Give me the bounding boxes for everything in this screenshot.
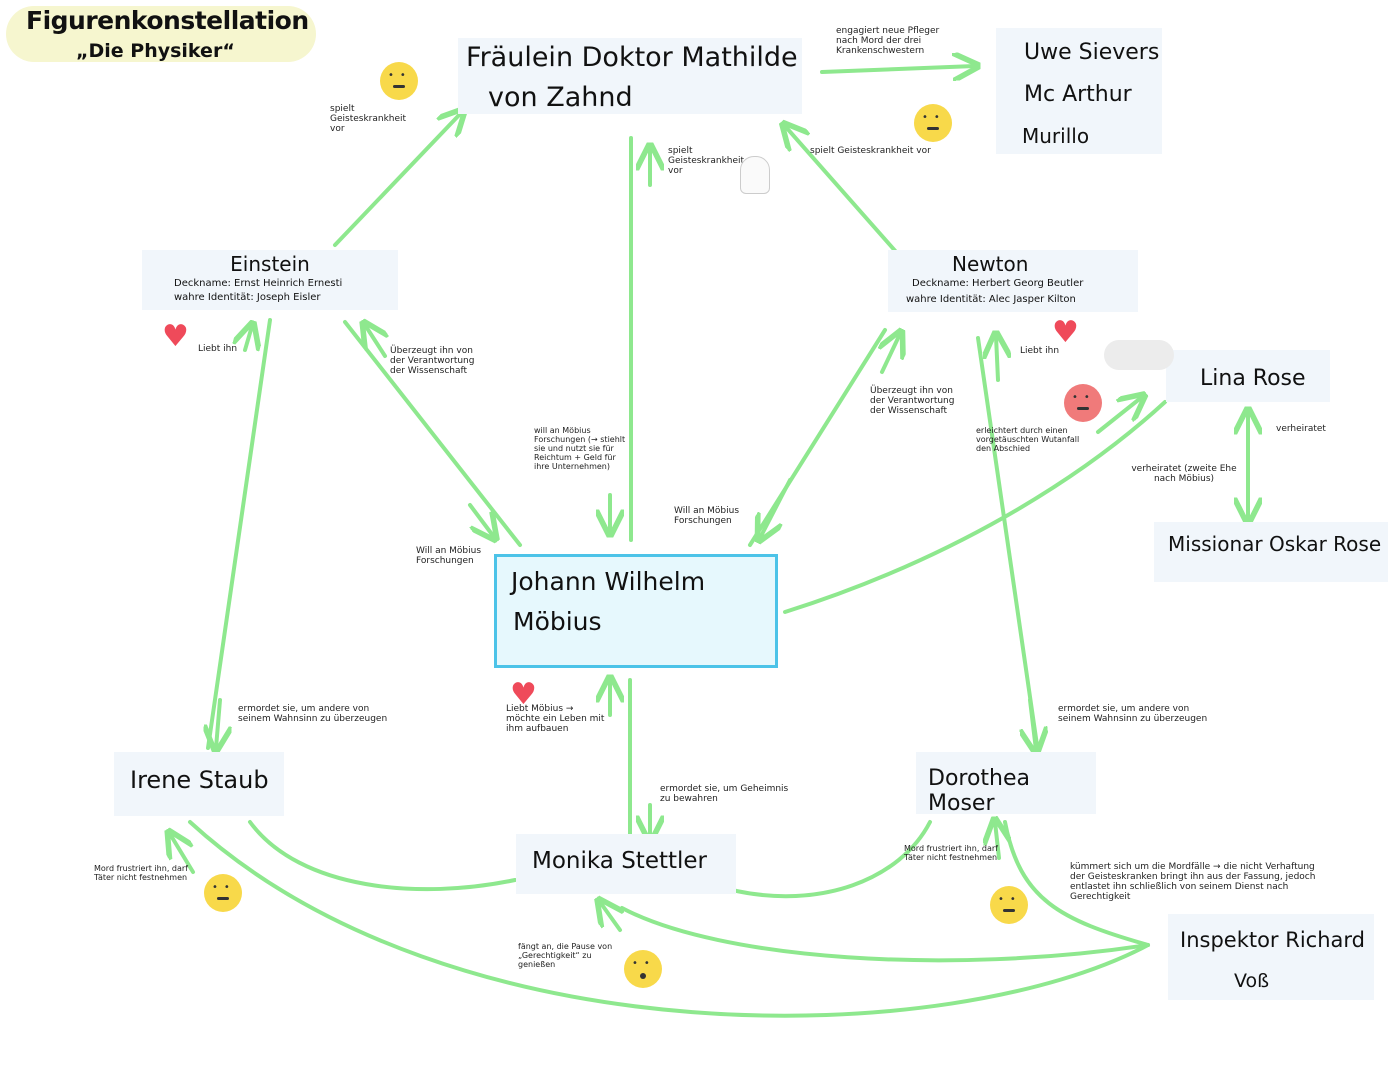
lina-name: Lina Rose <box>1200 366 1306 391</box>
thinking-emoji-icon: •• <box>380 62 418 100</box>
label-einstein-will: Will an Möbius Forschungen <box>416 546 482 566</box>
label-voss-dorothea: Mord frustriert ihn, darf Täter nicht fe… <box>904 844 998 862</box>
edge-voss-dorothea <box>1003 820 1150 947</box>
node-monika-stettler: Monika Stettler <box>516 834 736 894</box>
label-einstein-gk: spielt Geisteskrankheit vor <box>330 104 407 134</box>
label-newton-will: Will an Möbius Forschungen <box>674 506 740 526</box>
pfleger-line1: Uwe Sievers <box>1024 40 1160 65</box>
label-mobius-gk: spielt Geisteskrankheit vor <box>668 146 745 176</box>
einstein-identitaet: wahre Identität: Joseph Eisler <box>174 292 321 303</box>
einstein-name: Einstein <box>230 252 310 276</box>
label-pfleger: engagiert neue Pfleger nach Mord der dre… <box>836 26 940 56</box>
label-newton-liebt: Liebt ihn <box>1020 346 1060 356</box>
zahnd-line1: Fräulein Doktor Mathilde <box>466 42 798 73</box>
pfleger-line3: Murillo <box>1022 124 1090 148</box>
diagram-subtitle: „Die Physiker“ <box>76 40 235 62</box>
edge-einstein-irene-arrow <box>216 698 220 748</box>
title-highlight <box>6 6 316 62</box>
label-einstein-liebt: Liebt ihn <box>198 344 238 354</box>
thought-bubble-icon <box>1104 340 1174 370</box>
edge-irene-einstein <box>206 318 272 750</box>
edge-newton-mobius-arrow <box>760 478 792 538</box>
edge-newton-dorothea-arrow <box>1030 698 1036 750</box>
node-oskar-rose: Missionar Oskar Rose <box>1154 522 1388 582</box>
voss-line2: Voß <box>1234 970 1270 992</box>
ghost-icon <box>740 156 770 194</box>
edge-mobius-newton-arrow <box>882 334 900 374</box>
edge-lina-mobius-arrow <box>1096 397 1142 434</box>
label-newton-ueberzeugt: Überzeugt ihn von der Verantwortung der … <box>870 386 955 416</box>
edge-mobius-lina <box>783 400 1167 614</box>
annoyed-emoji-icon: •• <box>990 886 1028 924</box>
heart-icon: ♥ <box>162 319 189 354</box>
label-voss-irene: Mord frustriert ihn, darf Täter nicht fe… <box>94 864 188 882</box>
angry-emoji-icon: •• <box>1064 384 1102 422</box>
label-lina-oskar-1: verheiratet <box>1276 424 1326 434</box>
edge-voss-monika <box>620 906 1150 963</box>
label-monika-liebt: Liebt Möbius → möchte ein Leben mit ihm … <box>506 704 605 734</box>
oskar-name: Missionar Oskar Rose <box>1168 532 1382 556</box>
newton-deckname: Deckname: Herbert Georg Beutler <box>912 278 1084 289</box>
label-voss-monika: fängt an, die Pause von „Gerechtigkeit“ … <box>518 942 613 969</box>
edge-newton-mobius <box>748 328 887 547</box>
node-pfleger: Uwe Sievers Mc Arthur Murillo <box>996 28 1162 154</box>
thinking-emoji-icon: •• <box>914 104 952 142</box>
heart-icon: ♥ <box>1052 315 1079 350</box>
edge-einstein-mobius <box>343 320 522 547</box>
edge-irene-monika <box>248 820 517 892</box>
monika-name: Monika Stettler <box>532 848 708 874</box>
edge-mobius-einstein-arrow <box>365 325 385 358</box>
label-lina-oskar-2: verheiratet (zweite Ehe nach Möbius) <box>1131 464 1237 484</box>
edge-monika-dorothea <box>730 820 932 899</box>
diagram-title: Figurenkonstellation <box>26 6 309 35</box>
annoyed-emoji-icon: •• <box>204 874 242 912</box>
edge-voss-dorothea-arrow <box>995 822 999 860</box>
einstein-deckname: Deckname: Ernst Heinrich Ernesti <box>174 278 343 289</box>
label-einstein-irene: ermordet sie, um andere von seinem Wahns… <box>238 704 388 724</box>
mobius-line1: Johann Wilhelm <box>511 567 706 596</box>
node-irene-staub: Irene Staub <box>114 752 284 816</box>
node-dorothea-moser: Dorothea Moser <box>916 752 1096 816</box>
edge-einstein-zahnd <box>333 112 462 247</box>
edge-dorothea-newton <box>976 336 1040 754</box>
edge-irene-einstein-arrow <box>245 326 252 352</box>
label-newton-dorothea: ermordet sie, um andere von seinem Wahns… <box>1058 704 1208 724</box>
node-newton: Newton Deckname: Herbert Georg Beutler w… <box>888 250 1138 312</box>
surprised-emoji-icon: •• <box>624 950 662 988</box>
edge-voss-irene-arrow <box>170 834 195 874</box>
node-mobius: Johann Wilhelm Möbius <box>494 554 778 668</box>
edge-voss-irene <box>188 820 1150 1018</box>
edge-einstein-mobius-arrow <box>468 503 494 537</box>
edge-zahnd-pfleger <box>820 66 975 72</box>
heart-icon: ♥ <box>510 677 537 712</box>
zahnd-line2: von Zahnd <box>488 82 633 113</box>
label-zahnd-will: will an Möbius Forschungen (→ stiehlt si… <box>534 426 626 471</box>
voss-line1: Inspektor Richard <box>1180 928 1365 952</box>
irene-name: Irene Staub <box>130 766 269 794</box>
newton-name: Newton <box>952 252 1029 276</box>
mobius-line2: Möbius <box>513 607 602 636</box>
label-lina-erleichtert: erleichtert durch einen vorgetäuschten W… <box>976 426 1080 453</box>
edge-voss-monika-arrow <box>600 902 620 932</box>
label-newton-gk: spielt Geisteskrankheit vor <box>810 146 931 156</box>
dorothea-name: Dorothea Moser <box>928 766 1031 816</box>
edge-dorothea-newton-arrow <box>996 336 998 382</box>
node-einstein: Einstein Deckname: Ernst Heinrich Ernest… <box>142 250 398 310</box>
node-lina-rose: Lina Rose <box>1166 350 1330 402</box>
label-einstein-ueberzeugt: Überzeugt ihn von der Verantwortung der … <box>390 346 475 376</box>
node-inspektor-voss: Inspektor Richard Voß <box>1168 914 1374 1000</box>
node-zahnd: Fräulein Doktor Mathilde von Zahnd <box>458 38 802 114</box>
label-voss-kuemmert: kümmert sich um die Mordfälle → die nich… <box>1070 862 1316 902</box>
newton-identitaet: wahre Identität: Alec Jasper Kilton <box>906 294 1076 305</box>
label-mobius-monika: ermordet sie, um Geheimnis zu bewahren <box>660 784 789 804</box>
edge-newton-zahnd <box>785 126 907 264</box>
pfleger-line2: Mc Arthur <box>1024 82 1132 107</box>
